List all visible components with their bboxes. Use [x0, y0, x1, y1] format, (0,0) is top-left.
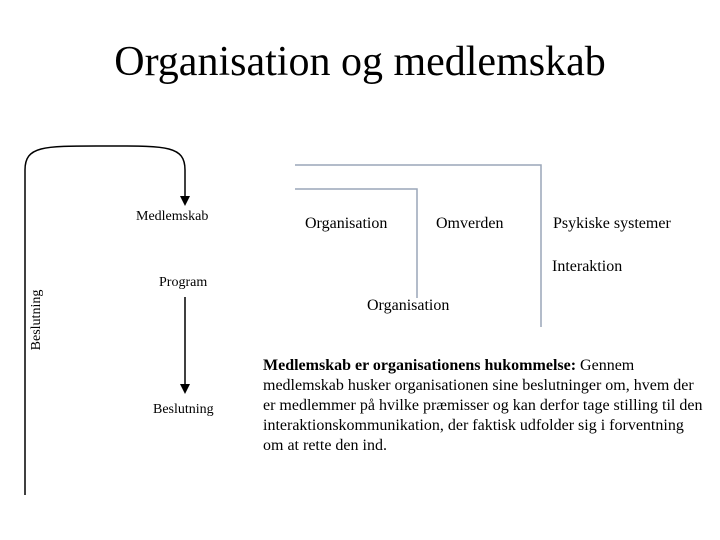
vertical-beslutning-label: Beslutning — [29, 289, 44, 351]
psykiske-systemer-label: Psykiske systemer — [553, 215, 671, 232]
program-label: Program — [159, 275, 208, 290]
description-paragraph: Medlemskab er organisationens hukommelse… — [263, 356, 703, 456]
organisation-sub-label: Organisation — [367, 297, 450, 314]
loop-arrow — [24, 145, 190, 495]
omverden-label: Omverden — [436, 215, 504, 232]
outer-frame-line — [295, 164, 542, 327]
description-bold-text: Medlemskab er organisationens hukommelse… — [263, 357, 577, 374]
beslutning-label: Beslutning — [153, 402, 214, 417]
interaktion-label: Interaktion — [552, 258, 623, 275]
medlemskab-label: Medlemskab — [136, 209, 209, 224]
organisation-label: Organisation — [305, 215, 388, 232]
slide-title: Organisation og medlemskab — [114, 39, 606, 85]
description-body-text: Gennem medlemskab husker organisationen … — [263, 357, 703, 454]
inner-frame-line — [295, 188, 418, 298]
